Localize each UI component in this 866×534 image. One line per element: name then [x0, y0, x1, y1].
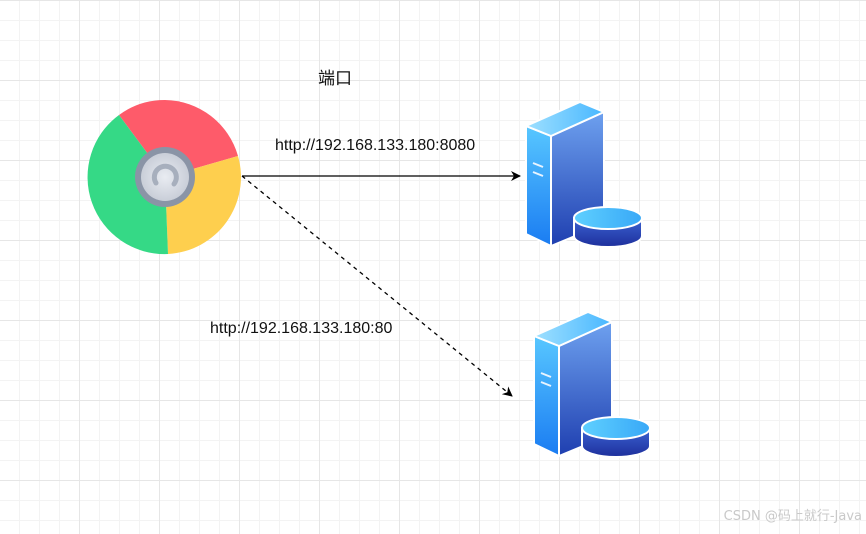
diagram-title: 端口: [318, 69, 352, 89]
edge-label-80: http://192.168.133.180:80: [210, 320, 393, 337]
edge-label-8080: http://192.168.133.180:8080: [275, 137, 476, 154]
watermark: CSDN @码上就行-Java: [723, 509, 862, 524]
server-database-icon-2[interactable]: [532, 310, 652, 458]
chrome-browser-icon[interactable]: [86, 98, 244, 256]
server-database-icon-1[interactable]: [524, 100, 644, 248]
edge-80-dashed-arrow[interactable]: [241, 175, 513, 397]
